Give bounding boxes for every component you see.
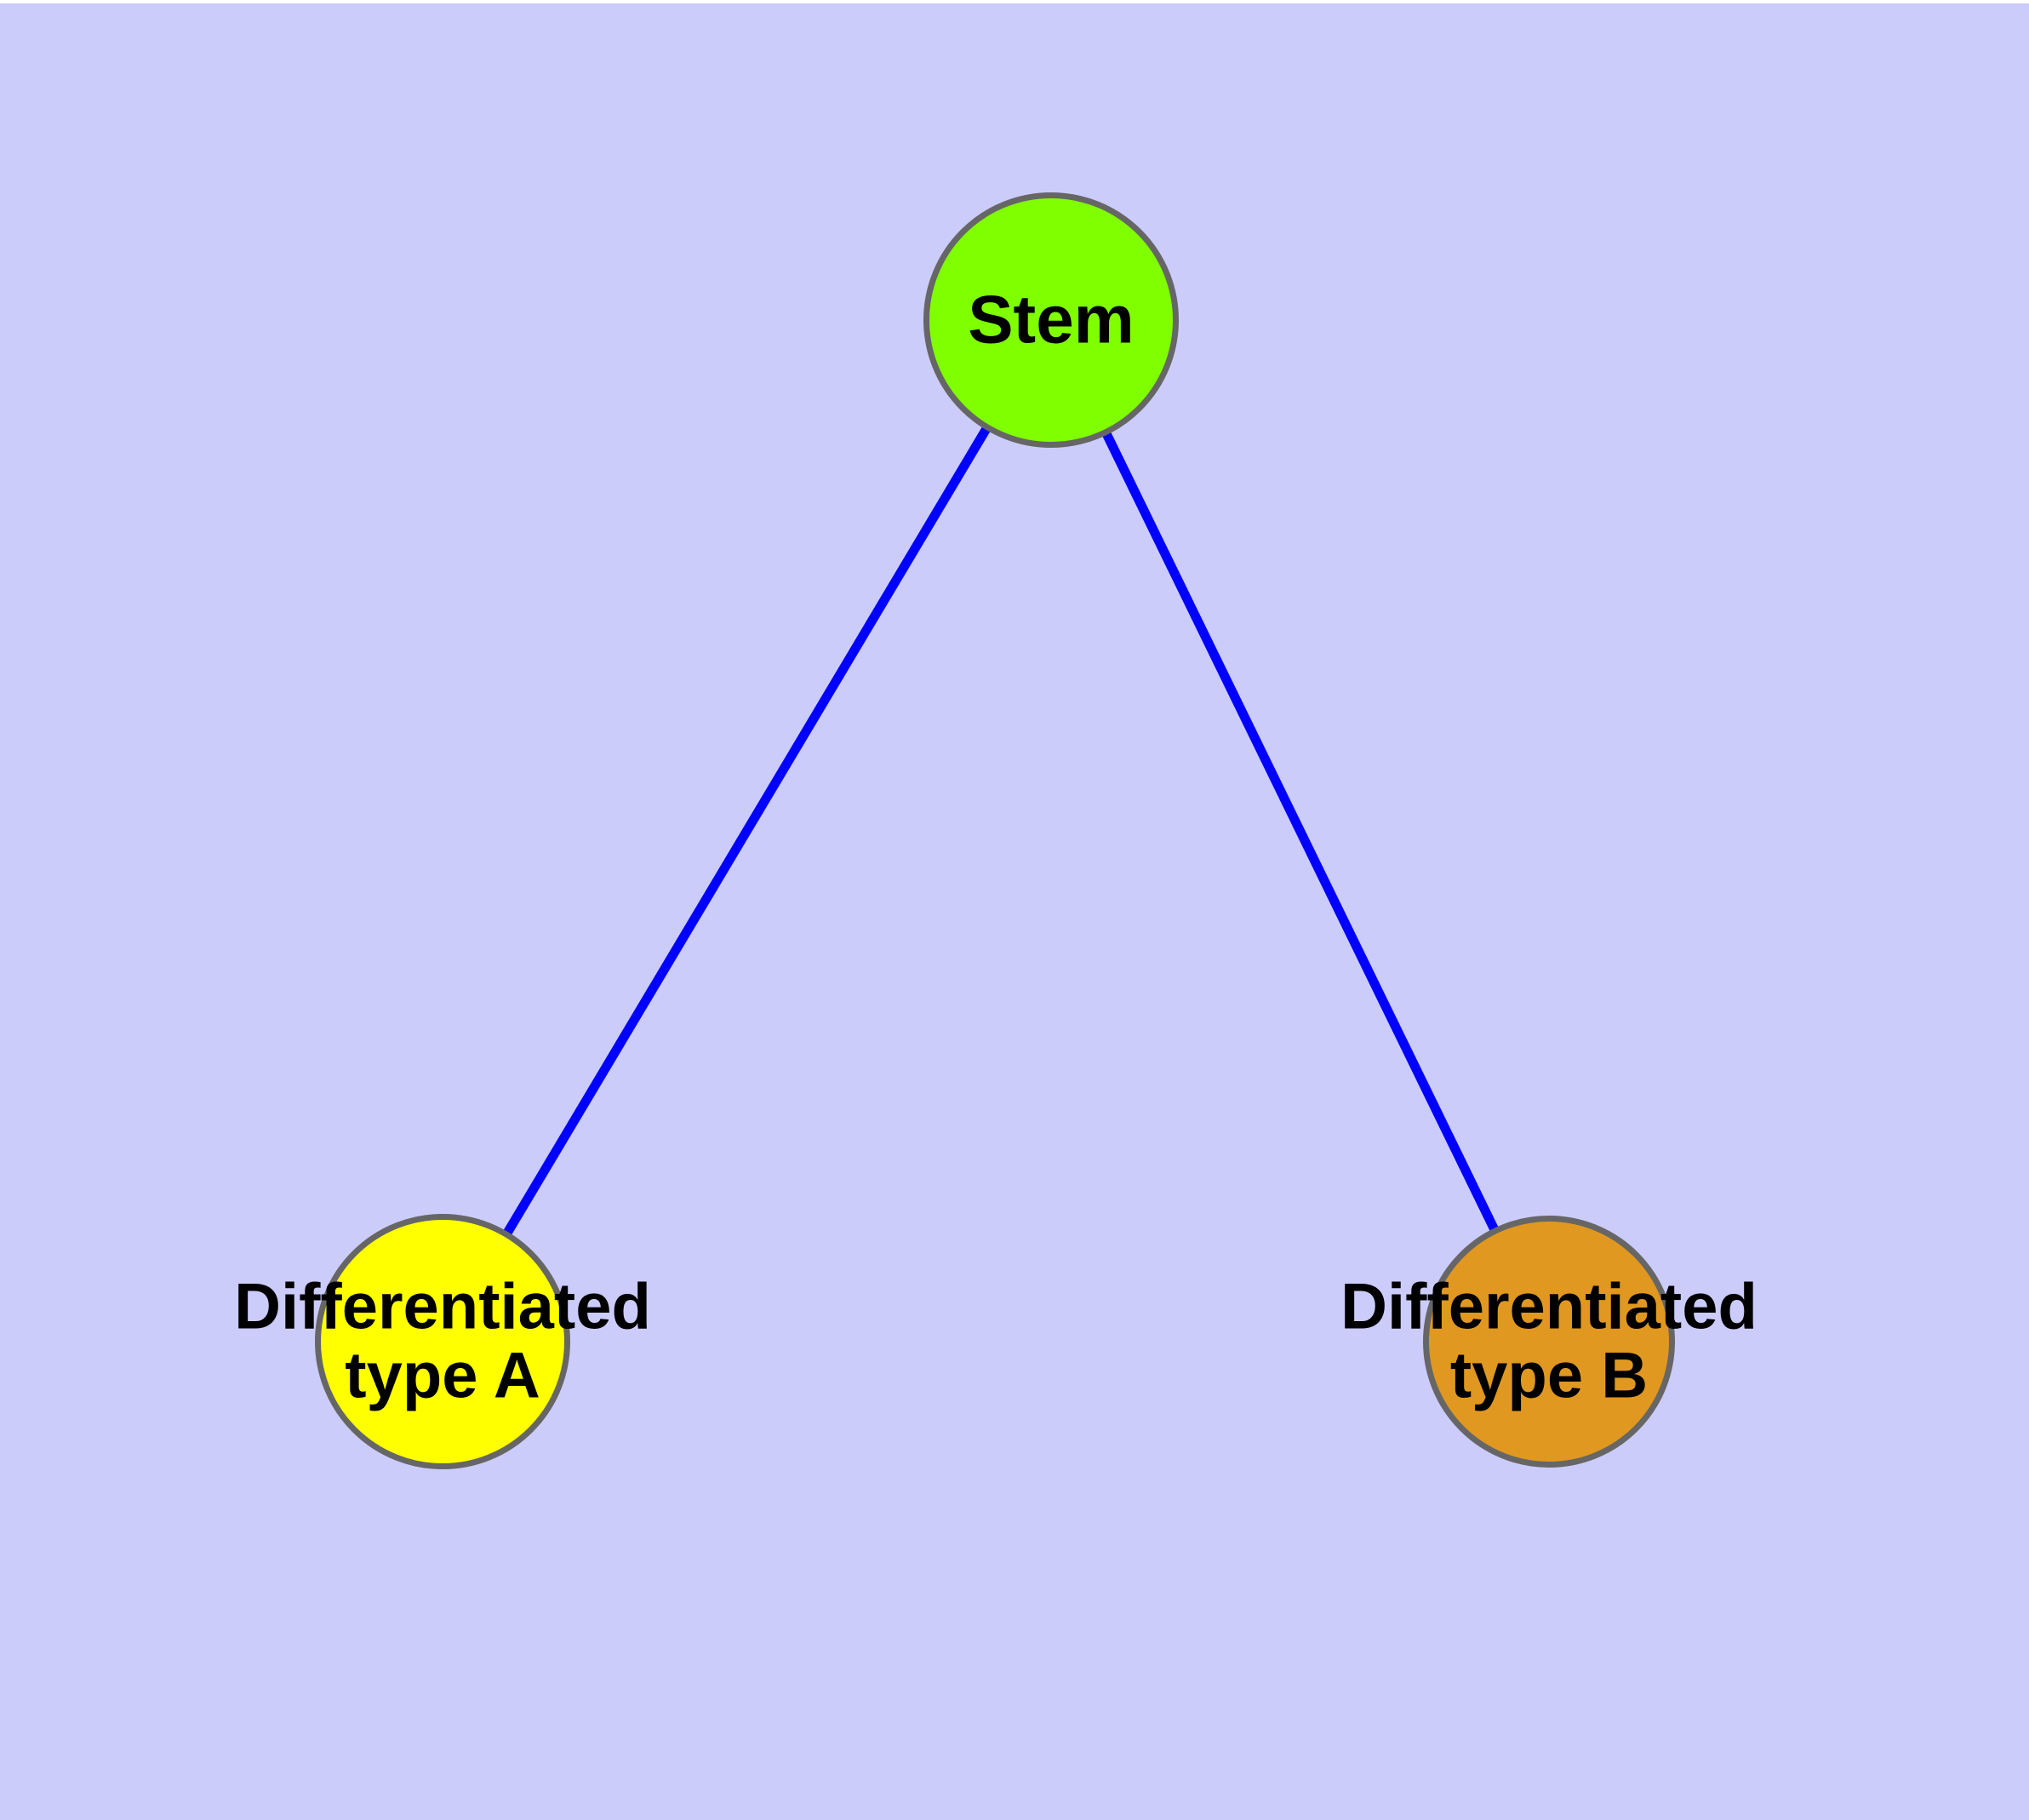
cell-differentiation-graph [315,192,1675,1469]
graph-edge-stem-to-diff-b [1101,431,1499,1233]
graph-node-diff-a[interactable] [315,1214,570,1469]
nodes-group [315,192,1675,1469]
graph-node-stem[interactable] [923,192,1179,448]
graph-edge-stem-to-diff-a [503,426,991,1236]
edges-group [503,426,1499,1236]
graph-node-diff-b[interactable] [1423,1216,1675,1468]
